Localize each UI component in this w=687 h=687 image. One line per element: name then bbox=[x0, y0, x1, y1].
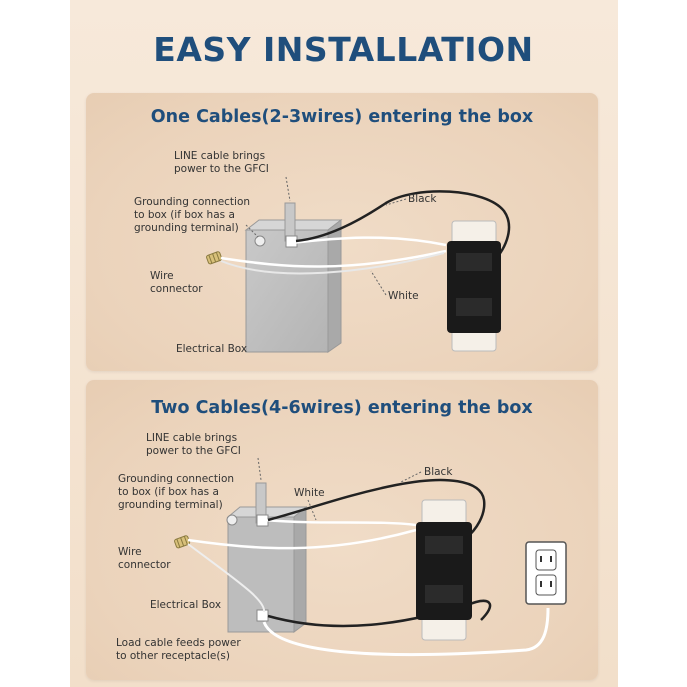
white-leader bbox=[307, 499, 317, 521]
load-cable-label-1: Load cable feeds power bbox=[116, 637, 241, 649]
line-cable-label-1: LINE cable brings bbox=[174, 150, 265, 162]
ground-label-2: to box (if box has a bbox=[134, 209, 235, 221]
wire-connector-label-2: connector bbox=[118, 559, 171, 571]
ground-leader bbox=[245, 224, 259, 238]
receptacle-outlet-bottom bbox=[535, 574, 557, 596]
ground-label-1: Grounding connection bbox=[118, 473, 234, 485]
black-wire-label: Black bbox=[408, 193, 437, 205]
white-wire-2 bbox=[220, 252, 445, 275]
ground-label-2: to box (if box has a bbox=[118, 486, 219, 498]
panel-two-subtitle: Two Cables(4-6wires) entering the box bbox=[151, 398, 533, 418]
electrical-box-label: Electrical Box bbox=[176, 343, 247, 355]
gfci-detail-2 bbox=[425, 585, 463, 603]
white-wire bbox=[220, 249, 447, 268]
white-leader bbox=[370, 270, 387, 296]
ground-screw bbox=[226, 514, 238, 526]
line-cable-leader bbox=[257, 457, 262, 481]
line-cable-leader bbox=[285, 176, 291, 202]
gfci-detail-2 bbox=[456, 298, 492, 316]
electrical-box-side bbox=[327, 218, 342, 353]
load-cable-label-2: to other receptacle(s) bbox=[116, 650, 230, 662]
wire-connector-icon bbox=[206, 251, 223, 265]
ground-label-1: Grounding connection bbox=[134, 196, 250, 208]
two-cable-diagram: LINE cable brings power to the GFCI Grou… bbox=[116, 432, 567, 662]
white-wire bbox=[187, 528, 417, 550]
gfci-detail bbox=[425, 536, 463, 554]
receptacle-outlet-top bbox=[535, 549, 557, 571]
line-cable bbox=[284, 202, 296, 242]
line-cable-label-2: power to the GFCI bbox=[146, 445, 241, 457]
ground-label-3: grounding terminal) bbox=[134, 222, 239, 234]
load-cable bbox=[262, 607, 550, 657]
electrical-box-label: Electrical Box bbox=[150, 599, 221, 611]
wire-connector-icon bbox=[174, 535, 191, 549]
wire-connector-label-2: connector bbox=[150, 283, 203, 295]
line-cable-label-1: LINE cable brings bbox=[146, 432, 237, 444]
box-terminal-load bbox=[256, 609, 269, 622]
wire-connector-label-1: Wire bbox=[118, 546, 142, 558]
white-wire-2 bbox=[187, 543, 266, 613]
ground-screw bbox=[254, 235, 266, 247]
electrical-box-side bbox=[293, 505, 307, 633]
black-wire bbox=[295, 190, 511, 264]
panel-one-subtitle: One Cables(2-3wires) entering the box bbox=[150, 107, 534, 127]
white-wire-3 bbox=[263, 518, 417, 527]
white-wire-3 bbox=[290, 236, 447, 247]
black-wire bbox=[267, 478, 486, 539]
one-cable-diagram: LINE cable brings power to the GFCI Grou… bbox=[134, 150, 511, 355]
page-title: EASY INSTALLATION bbox=[153, 30, 534, 69]
black-leader bbox=[385, 198, 407, 206]
diagram-panel-one-cable: One Cables(2-3wires) entering the box bbox=[86, 93, 598, 371]
line-cable-label-2: power to the GFCI bbox=[174, 163, 269, 175]
gfci-detail bbox=[456, 253, 492, 271]
black-wire-label: Black bbox=[424, 466, 453, 478]
white-wire-label: White bbox=[294, 487, 325, 499]
ground-label-3: grounding terminal) bbox=[118, 499, 223, 511]
diagram-panel-two-cables: Two Cables(4-6wires) entering the box bbox=[86, 380, 598, 680]
wire-connector-label-1: Wire bbox=[150, 270, 174, 282]
electrical-box bbox=[245, 229, 329, 353]
white-wire-label: White bbox=[388, 290, 419, 302]
